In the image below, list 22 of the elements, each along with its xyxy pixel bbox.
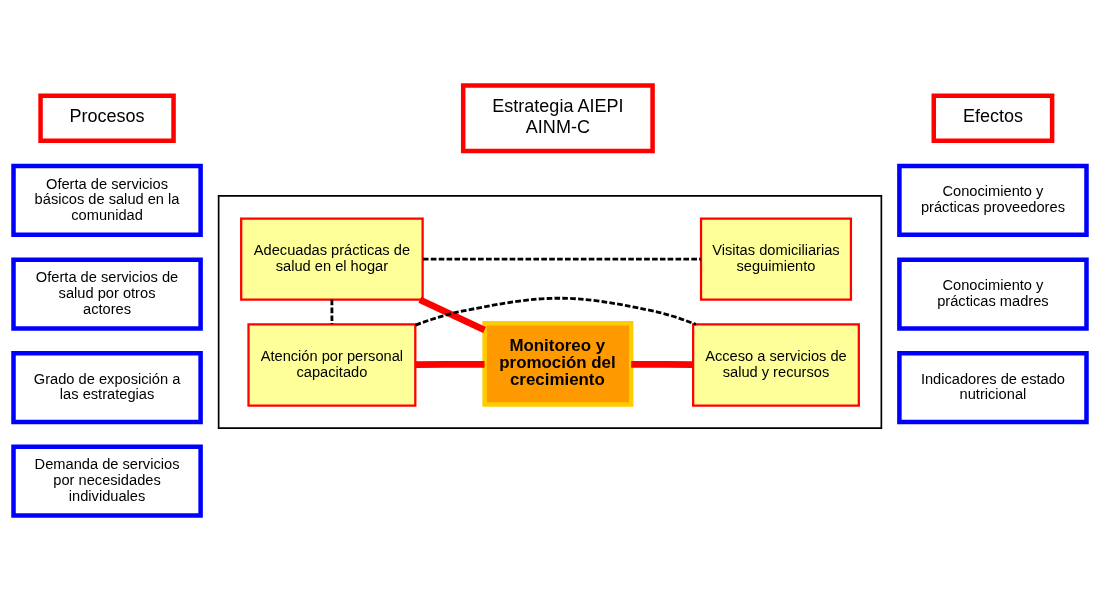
node-box: Monitoreo y promoción del crecimiento bbox=[482, 321, 634, 407]
node-box: Acceso a servicios de salud y recursos bbox=[692, 323, 860, 407]
node-box: Demanda de servicios por necesidades individuales bbox=[11, 444, 203, 518]
connector bbox=[415, 296, 697, 327]
connector bbox=[418, 296, 486, 334]
connector bbox=[330, 299, 334, 325]
node-box: Atención por personal capacitado bbox=[247, 323, 417, 407]
node-box: Indicadores de estado nutricional bbox=[897, 350, 1089, 425]
node-box: Conocimiento y prácticas proveedores bbox=[897, 163, 1089, 238]
node-box: Efectos bbox=[931, 93, 1055, 143]
node-box: Visitas domiciliarias seguimiento bbox=[699, 217, 853, 301]
node-box: Grado de exposición a las estrategias bbox=[11, 350, 203, 425]
connector bbox=[423, 257, 701, 261]
connector bbox=[415, 360, 485, 368]
node-box: Adecuadas prácticas de salud en el hogar bbox=[240, 217, 424, 301]
node-box: Oferta de servicios de salud por otros actores bbox=[11, 257, 203, 331]
node-box: Procesos bbox=[38, 93, 176, 143]
node-box: Estrategia AIEPI AINM-C bbox=[460, 83, 655, 154]
cluster bbox=[217, 195, 883, 429]
node-box: Oferta de servicios básicos de salud en la comunidad bbox=[11, 163, 203, 238]
node-box: Conocimiento y prácticas madres bbox=[897, 257, 1089, 331]
connector bbox=[631, 360, 694, 368]
